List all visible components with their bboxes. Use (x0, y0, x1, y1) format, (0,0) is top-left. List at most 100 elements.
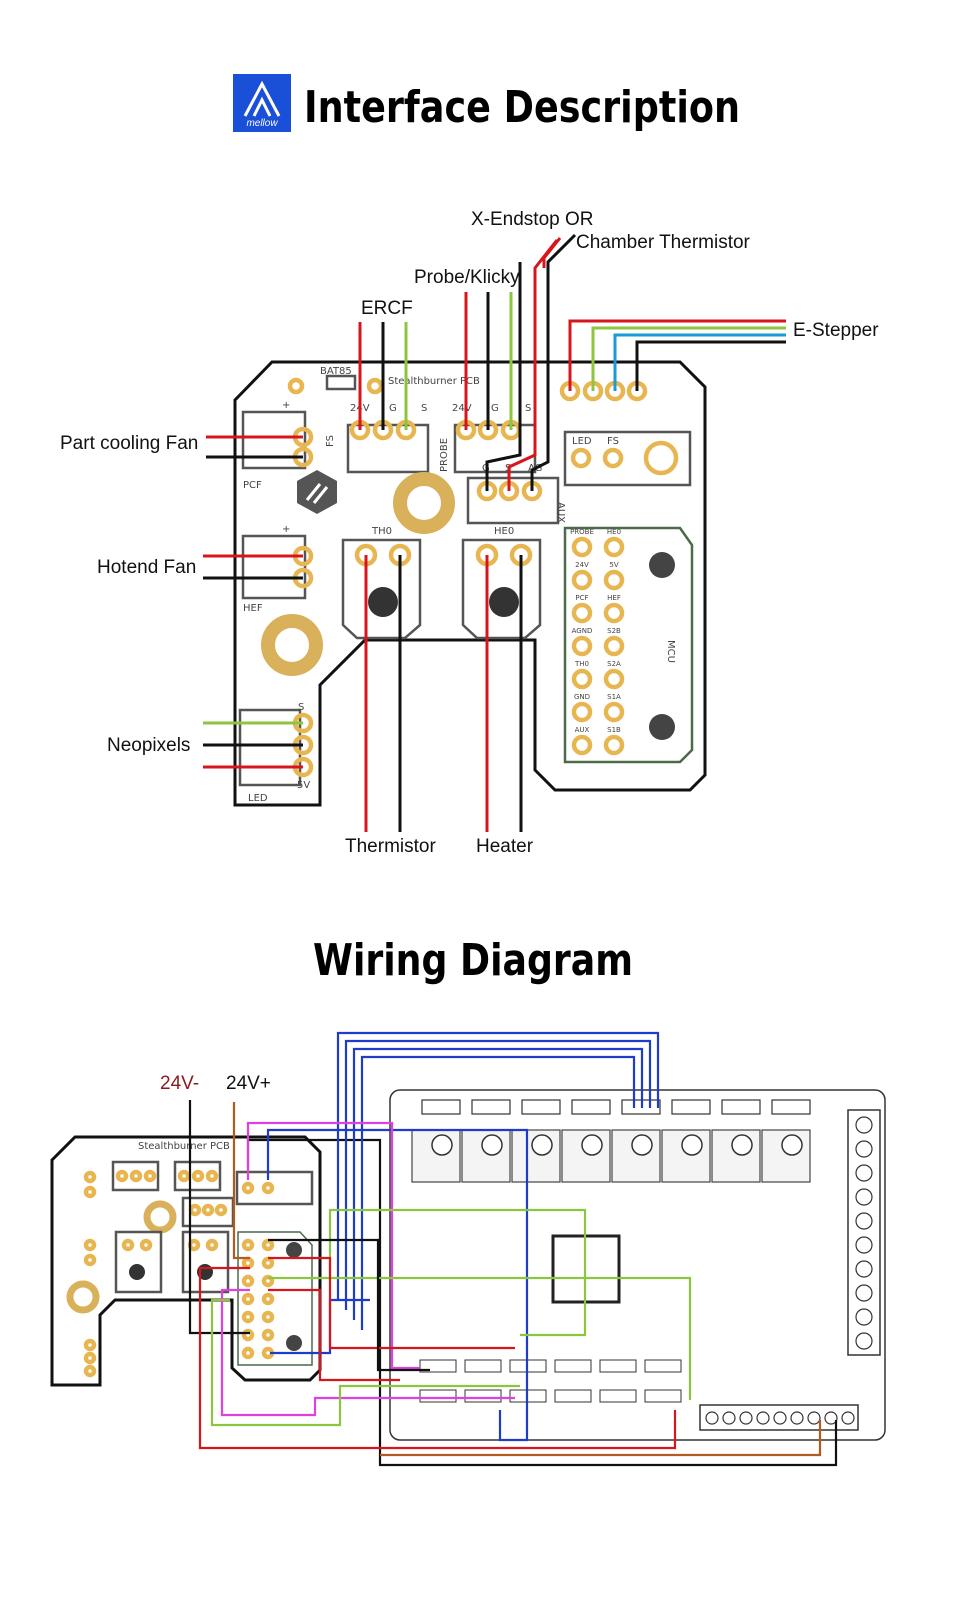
mcu-pin (603, 536, 625, 558)
mcu-pin (571, 536, 593, 558)
mount-hole (261, 614, 323, 676)
aux-ag-wire (530, 233, 577, 491)
led-fs-fs: FS (607, 436, 619, 447)
hef-connector (241, 534, 307, 600)
io-connector (554, 1389, 592, 1403)
io-connector (464, 1389, 502, 1403)
mcu-pin-label: AUX (575, 726, 590, 734)
thermistor-label: Thermistor (345, 836, 436, 857)
terminal-screw (824, 1411, 838, 1425)
probe-klicky-label: Probe/Klicky (414, 267, 520, 288)
aux-signal-wire (507, 239, 559, 491)
mcu-pin-label: S2B (607, 627, 621, 635)
mcu-pin-label: PROBE (570, 528, 594, 536)
terminal-screw (855, 1212, 873, 1230)
mcu-pin-label: TH0 (574, 660, 589, 668)
terminal-screw (855, 1308, 873, 1326)
th0-label: TH0 (371, 526, 392, 537)
motor-connector (721, 1099, 761, 1115)
mcu-pin-label: S2A (607, 660, 621, 668)
logo-text: mellow (246, 118, 278, 129)
mcu-pin-label: AGND (572, 627, 593, 635)
e-stepper-label: E-Stepper (793, 320, 879, 341)
terminal-screw (790, 1411, 804, 1425)
heater-label: Heater (476, 836, 534, 857)
terminal-screw (722, 1411, 736, 1425)
mcu-pin (603, 701, 625, 723)
estepper-wire-1 (568, 319, 786, 391)
io-connector (464, 1359, 502, 1373)
mini-mcu-pin (261, 1256, 275, 1270)
chamber-thermistor-label: Chamber Thermistor (576, 232, 751, 253)
mount-hole (643, 440, 679, 476)
bat85-diode (325, 374, 357, 391)
v-plus-label: 24V+ (226, 1073, 271, 1094)
mcu-pin (571, 602, 593, 624)
mcu-pin-label: HEF (607, 594, 621, 602)
mini-mcu-pin (241, 1256, 255, 1270)
estepper-wire-4 (635, 340, 786, 391)
pcf-connector (241, 410, 307, 470)
bat85-label: BAT85 (320, 366, 352, 377)
io-connector (644, 1389, 682, 1403)
mcu-pin-label: 5V (609, 561, 618, 569)
mcu-pin (571, 734, 593, 756)
io-connector (554, 1359, 592, 1373)
v-minus-label: 24V- (160, 1073, 199, 1094)
interface-wires (203, 233, 786, 832)
part-cooling-fan-label: Part cooling Fan (60, 433, 198, 454)
mellow-logo: mellow (233, 74, 291, 132)
mcu-header (563, 526, 694, 764)
he0-connector (461, 538, 542, 640)
hotend-fan-label: Hotend Fan (97, 557, 196, 578)
neo-s: S (298, 702, 304, 713)
mini-pcb-name: Stealthburner PCB (138, 1141, 230, 1152)
led-fs-area (563, 430, 692, 487)
mcu-pin-label: 24V (575, 561, 589, 569)
mcu-pin (571, 668, 593, 690)
terminal-screw (855, 1284, 873, 1302)
terminal-screw (756, 1411, 770, 1425)
motor-connector (671, 1099, 711, 1115)
terminal-screw (855, 1188, 873, 1206)
terminal-screw (855, 1332, 873, 1350)
probe-label: PROBE (439, 438, 450, 472)
mini-mcu-pin (261, 1310, 275, 1324)
mcu-pin (571, 635, 593, 657)
mcu-pin (603, 668, 625, 690)
pcf-plus: + (282, 400, 290, 411)
estepper-wire-3 (613, 333, 786, 391)
he0-label: HE0 (494, 526, 514, 537)
mcu-pin-label: HE0 (607, 528, 621, 536)
led-fs-led: LED (572, 436, 592, 447)
terminal-screw (841, 1411, 855, 1425)
mcu-pin (603, 602, 625, 624)
wiring-wires (188, 1031, 838, 1467)
hef-label: HEF (243, 603, 263, 614)
mini-mcu-pin (241, 1346, 255, 1360)
io-connector (599, 1359, 637, 1373)
mcu-pin-label: S1A (607, 693, 621, 701)
hef-plus: + (282, 524, 290, 535)
mini-mcu-pin (241, 1292, 255, 1306)
mcu-pin (603, 569, 625, 591)
pcf-label: PCF (243, 480, 262, 491)
pad (287, 377, 305, 395)
led-label: LED (248, 793, 268, 804)
terminal-screw (773, 1411, 787, 1425)
terminal-screw (855, 1116, 873, 1134)
neo-5v: 5V (297, 780, 310, 791)
mini-mcu-pin (241, 1328, 255, 1342)
mcu-pin (571, 569, 593, 591)
mini-mcu-pin (241, 1310, 255, 1324)
voron-logo-icon (297, 470, 337, 514)
aux-connector (466, 476, 560, 525)
probe-g: G (491, 403, 499, 414)
terminal-screw (855, 1140, 873, 1158)
terminal-screw (739, 1411, 753, 1425)
wiring-title: Wiring Diagram (313, 935, 633, 986)
motor-connector (571, 1099, 611, 1115)
motor-connector (771, 1099, 811, 1115)
terminal-screw (807, 1411, 821, 1425)
